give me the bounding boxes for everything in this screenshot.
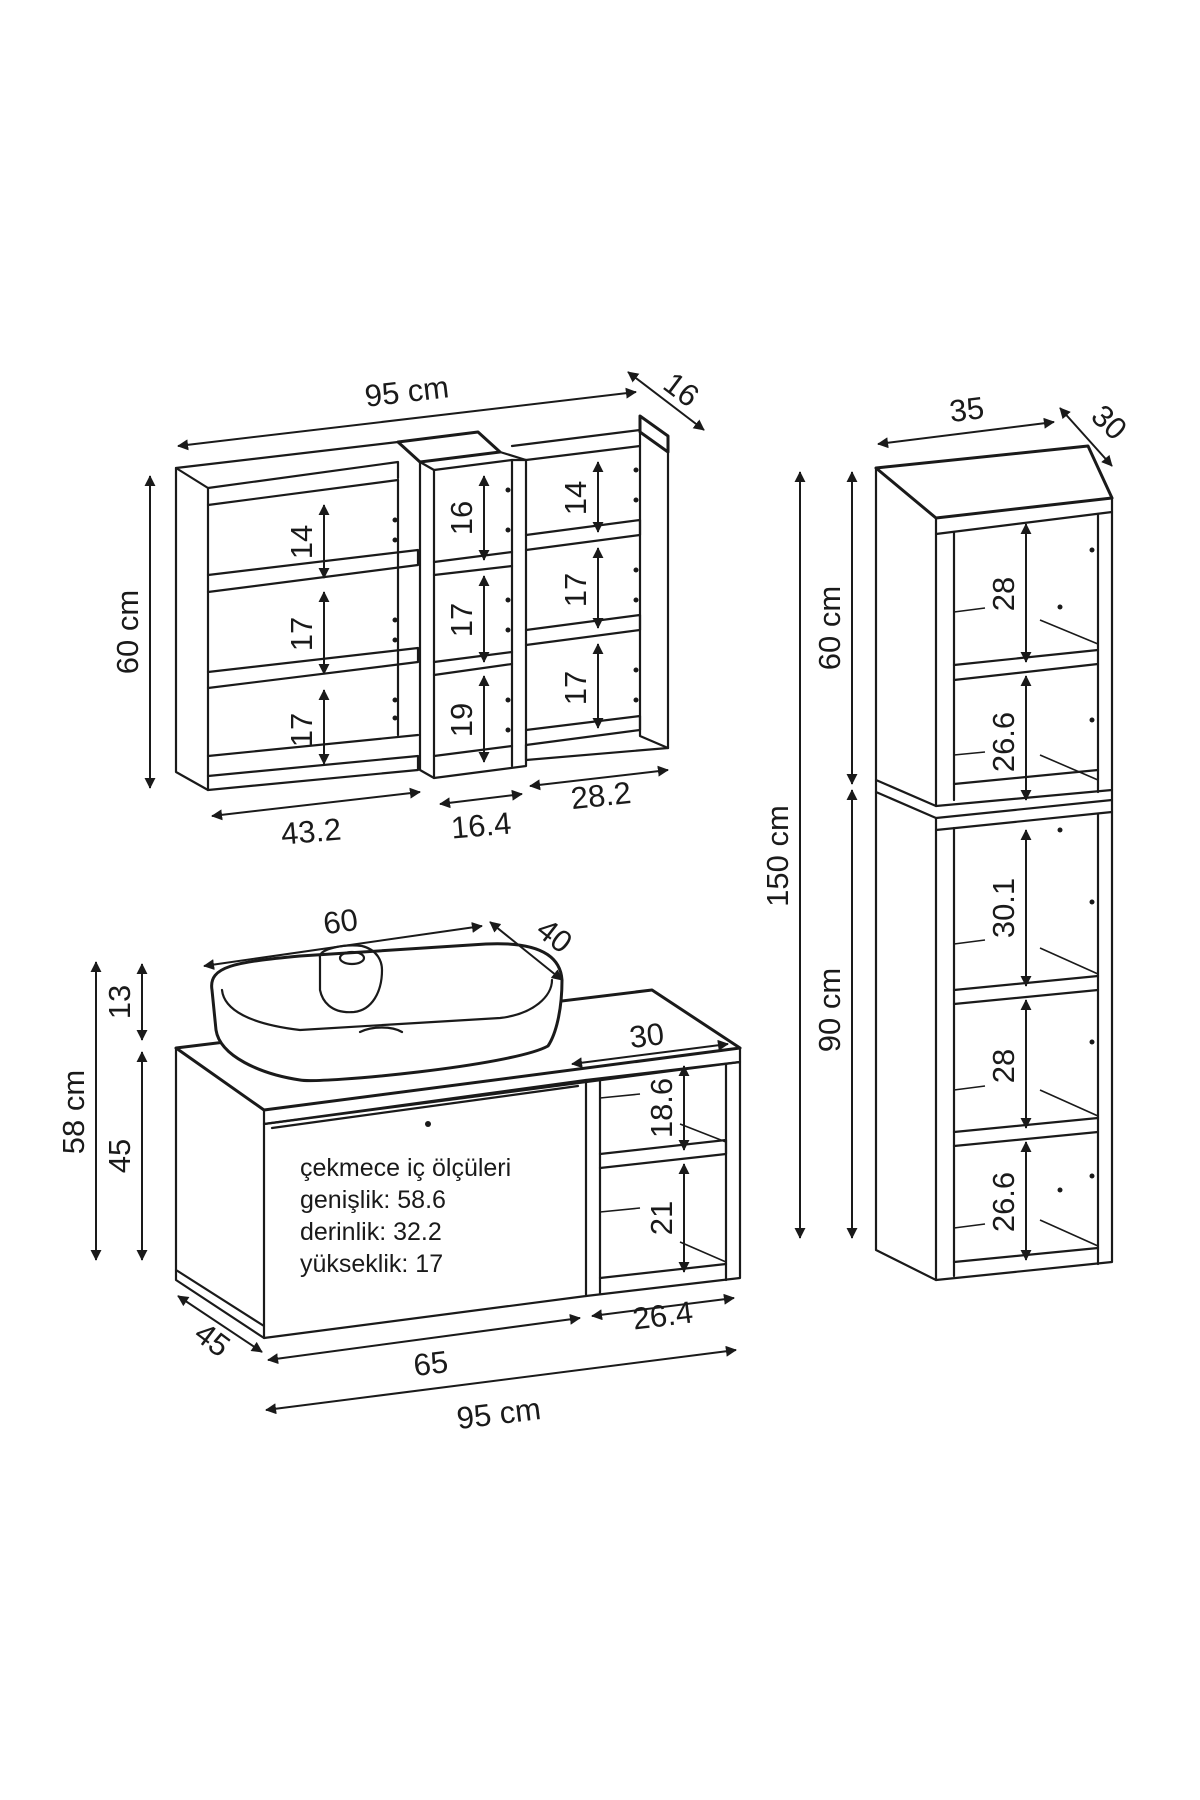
tall-cabinet-width-dimension bbox=[877, 417, 1055, 449]
sink-width-dimension bbox=[203, 921, 483, 971]
left-shelf-height-label-2: 17 bbox=[284, 617, 319, 651]
middle-shelf-height-label-3: 19 bbox=[444, 703, 479, 737]
shelf-pin-holes bbox=[392, 467, 639, 733]
sink-height-label: 13 bbox=[102, 985, 137, 1019]
drawer-knob bbox=[425, 1121, 431, 1127]
vanity-depth-label: 45 bbox=[188, 1315, 237, 1364]
tall-cabinet-depth-dimension bbox=[1059, 407, 1113, 467]
middle-shelf-2 bbox=[432, 650, 514, 664]
lower-shelf-height-label-2: 28 bbox=[986, 1049, 1021, 1083]
middle-section-width-label: 16.4 bbox=[450, 805, 513, 845]
open-shelf-height-label-1: 18.6 bbox=[644, 1078, 679, 1138]
tall-cabinet-top bbox=[874, 444, 1114, 520]
right-shelf-2 bbox=[524, 613, 642, 647]
vanity-unit: 60 40 30 58 cm 13 45 18.6 21 çekmece iç … bbox=[56, 902, 742, 1436]
open-shelf-width-label: 26.4 bbox=[631, 1295, 695, 1337]
wall-shelf-top-edge-left bbox=[174, 440, 400, 470]
right-shelf-height-label-2: 17 bbox=[558, 573, 593, 607]
wall-shelf-right-end-panel bbox=[638, 428, 670, 750]
middle-column-top bbox=[396, 430, 502, 464]
tall-cabinet-depth-label: 30 bbox=[1085, 398, 1134, 447]
left-section-width-label: 43.2 bbox=[280, 811, 343, 851]
tall-cabinet-upper-height-label: 60 cm bbox=[812, 586, 847, 670]
right-shelf-height-label-3: 17 bbox=[558, 671, 593, 705]
vanity-total-height-label: 58 cm bbox=[56, 1070, 91, 1154]
vanity-open-shelf bbox=[598, 1138, 728, 1170]
drawer-note-height: yükseklik: 17 bbox=[300, 1250, 443, 1278]
upper-shelf-height-label-1: 28 bbox=[986, 577, 1021, 611]
wall-shelf-width-dimension bbox=[177, 387, 637, 451]
middle-section-width-dimension bbox=[439, 789, 523, 809]
cabinet-height-label: 45 bbox=[102, 1139, 137, 1173]
right-section-width-label: 28.2 bbox=[569, 775, 633, 816]
vanity-depth-dimension bbox=[177, 1295, 263, 1353]
right-shelf-1 bbox=[524, 518, 642, 552]
left-shelf-1 bbox=[206, 548, 420, 594]
tall-cabinet-pin-holes bbox=[1057, 547, 1095, 1193]
tall-cabinet-lower-side bbox=[874, 790, 938, 1282]
wall-shelf-depth-label: 16 bbox=[657, 365, 706, 414]
tall-cabinet-unit: 35 30 150 cm 60 cm 90 cm 28 26.6 30.1 28… bbox=[760, 390, 1134, 1282]
left-section-width-dimension bbox=[211, 787, 421, 821]
open-shelf-depth-dimension bbox=[571, 1039, 729, 1069]
wall-shelf-depth-dimension bbox=[627, 371, 705, 431]
vanity-total-width-dimension bbox=[265, 1345, 737, 1415]
right-shelf-height-label-1: 14 bbox=[558, 481, 593, 515]
middle-shelf-1 bbox=[432, 550, 514, 564]
open-shelf-depth-label: 30 bbox=[627, 1016, 665, 1055]
drawer-note-title: çekmece iç ölçüleri bbox=[300, 1154, 511, 1182]
left-shelf-height-label-1: 14 bbox=[284, 525, 319, 559]
lower-shelf-height-label-1: 30.1 bbox=[986, 878, 1021, 938]
wall-shelf-unit: 95 cm 16 60 cm 43.2 16.4 28.2 14 17 17 1… bbox=[110, 365, 706, 851]
middle-shelf-height-label-2: 17 bbox=[444, 603, 479, 637]
middle-shelf-height-label-1: 16 bbox=[444, 501, 479, 535]
sink-width-label: 60 bbox=[321, 902, 360, 941]
tall-cabinet-upper-side bbox=[874, 466, 938, 808]
wall-shelf-height-label: 60 cm bbox=[110, 590, 145, 674]
drawer-note-depth: derinlik: 32.2 bbox=[300, 1218, 442, 1246]
left-shelf-2 bbox=[206, 646, 420, 690]
right-section-width-dimension bbox=[529, 765, 669, 791]
wall-shelf-width-label: 95 cm bbox=[363, 369, 451, 414]
left-shelf-height-label-3: 17 bbox=[284, 713, 319, 747]
sink-depth-dimension bbox=[489, 921, 563, 981]
open-shelf-width-dimension bbox=[591, 1293, 735, 1321]
sink-drain bbox=[358, 1026, 404, 1034]
tall-cabinet-lower-height-label: 90 cm bbox=[812, 968, 847, 1052]
tall-cabinet-total-height-label: 150 cm bbox=[760, 805, 795, 907]
drawer-width-label: 65 bbox=[411, 1344, 449, 1383]
lower-shelf-height-label-3: 26.6 bbox=[986, 1172, 1021, 1232]
wall-shelf-left-end-panel bbox=[174, 466, 210, 792]
upper-shelf-height-label-2: 26.6 bbox=[986, 712, 1021, 772]
tall-cabinet-width-label: 35 bbox=[947, 390, 985, 429]
vanity-total-width-label: 95 cm bbox=[455, 1391, 543, 1436]
open-shelf-height-label-2: 21 bbox=[644, 1201, 679, 1235]
drawer-note-width: genişlik: 58.6 bbox=[300, 1186, 446, 1214]
